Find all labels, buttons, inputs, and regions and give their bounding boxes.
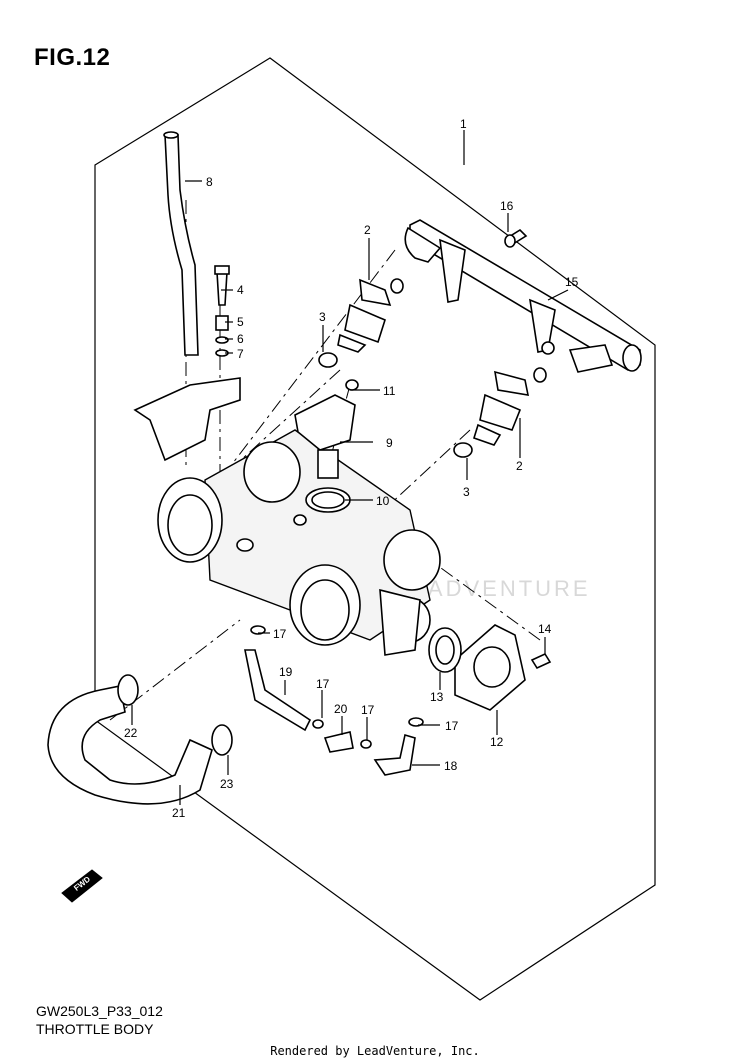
callout-20: 20: [334, 702, 348, 716]
callout-3-upper: 3: [319, 310, 326, 324]
callout-1: 1: [460, 117, 467, 131]
callout-11: 11: [383, 384, 396, 398]
callout-17-d: 17: [445, 719, 459, 733]
figure-label: FIG.12: [34, 44, 111, 71]
isc-cover: [428, 624, 552, 711]
callout-3-lower: 3: [463, 485, 470, 499]
callout-5: 5: [237, 315, 244, 329]
fwd-direction-badge: FWD: [61, 869, 103, 903]
leader-lines: [131, 130, 569, 805]
callout-18: 18: [444, 759, 458, 773]
callout-15: 15: [565, 275, 579, 289]
vacuum-hose-8: [164, 134, 199, 356]
callout-8: 8: [206, 175, 213, 189]
diagram-name: THROTTLE BODY: [36, 1021, 154, 1037]
callout-16: 16: [500, 199, 514, 213]
bolt-16: [504, 228, 528, 248]
callout-23: 23: [220, 777, 234, 791]
callout-12: 12: [490, 735, 504, 749]
fuel-delivery-pipe: [404, 219, 642, 373]
callout-10: 10: [376, 494, 390, 508]
fuel-injector-upper: [337, 278, 404, 353]
callout-17-a: 17: [273, 627, 287, 641]
callout-17-c: 17: [361, 703, 375, 717]
callout-numbers: 1 2 2 3 3 4 5 6 7 8 9 10 11 12 13 14 15 …: [124, 117, 579, 820]
throttle-bracket: [133, 377, 241, 462]
cushion-lower: [453, 442, 473, 458]
render-credit: Rendered by LeadVenture, Inc.: [270, 1044, 480, 1058]
callout-4: 4: [237, 283, 244, 297]
callout-7: 7: [237, 347, 244, 361]
throttle-position-sensor: [294, 379, 359, 513]
small-hoses: [244, 625, 424, 776]
cushion-upper: [318, 352, 338, 368]
fuel-injector-lower: [473, 367, 547, 446]
diagram-code: GW250L3_P33_012: [36, 1003, 163, 1019]
callout-6: 6: [237, 332, 244, 346]
callout-21: 21: [172, 806, 186, 820]
callout-14: 14: [538, 622, 552, 636]
callout-2-upper: 2: [364, 223, 371, 237]
callout-22: 22: [124, 726, 138, 740]
callout-9: 9: [386, 436, 393, 450]
callout-13: 13: [430, 690, 444, 704]
callout-2-lower: 2: [516, 459, 523, 473]
air-hose: [47, 674, 233, 805]
callout-17-b: 17: [316, 677, 330, 691]
idle-screw-set: [214, 265, 230, 357]
throttle-body: [157, 429, 441, 656]
callout-19: 19: [279, 665, 293, 679]
